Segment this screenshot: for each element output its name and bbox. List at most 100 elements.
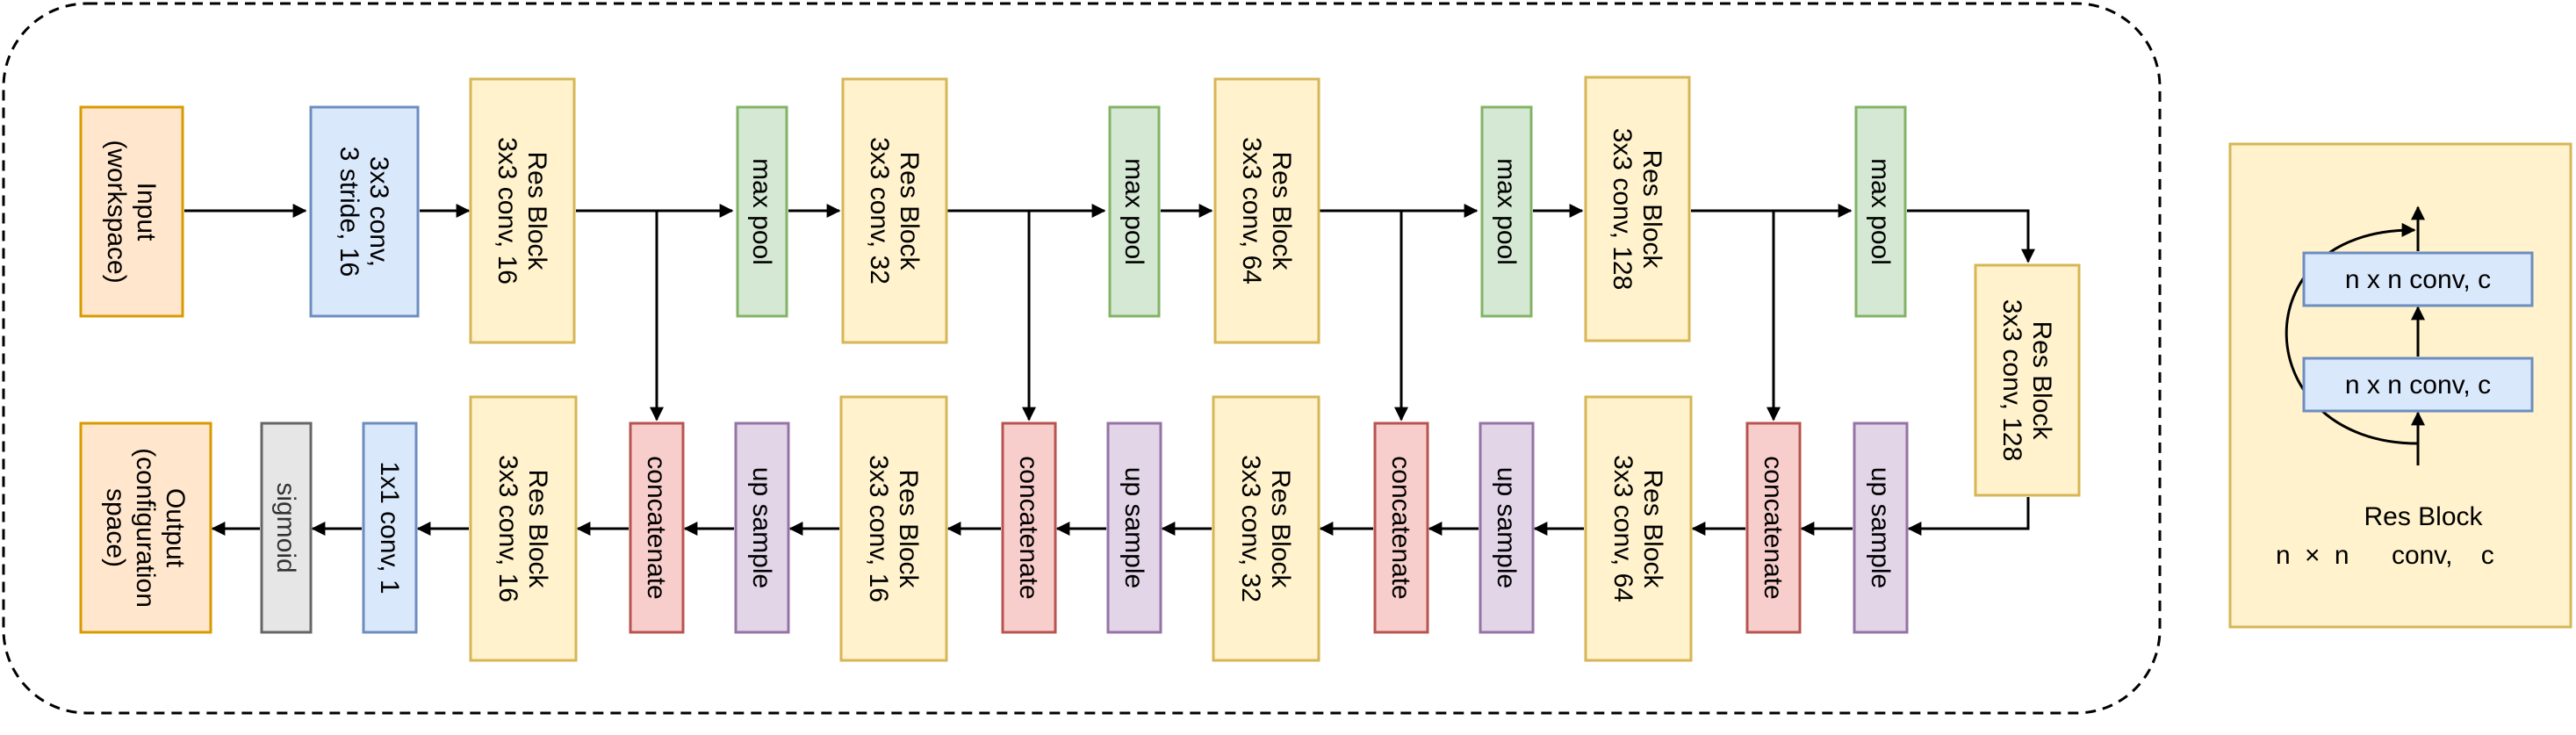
up-sample-1-box <box>734 422 790 634</box>
res-block-64-decoder-label-line-2: 3x3 conv, 64 <box>1608 455 1637 602</box>
res-block-128-encoder-label-line-2: 3x3 conv, 128 <box>1608 128 1637 291</box>
res-block-32-decoder-label-line-1: Res Block <box>1266 469 1295 588</box>
concatenate-2: concatenate <box>1001 422 1057 634</box>
res-block-64-encoder-label-line-1: Res Block <box>1267 151 1296 270</box>
input-block-label: Input(workspace) <box>102 140 161 283</box>
up-sample-3-label-line-1: up sample <box>1492 467 1521 588</box>
input-block-label-line-1: Input <box>132 183 161 241</box>
output-block-label-line-2: (configuration <box>131 448 160 608</box>
res-block-64-encoder-label-line-2: 3x3 conv, 64 <box>1237 137 1266 285</box>
res-block-64-decoder-box <box>1584 395 1693 662</box>
legend-formula-times: × <box>2305 541 2321 570</box>
res-block-16-encoder-label-line-1: Res Block <box>522 151 551 270</box>
legend-formula-n1: n <box>2276 541 2291 570</box>
res-block-128-bottleneck-label-line-2: 3x3 conv, 128 <box>1997 299 2026 462</box>
legend-conv-bottom-box <box>2302 357 2534 413</box>
res-block-128-encoder-box <box>1584 76 1691 342</box>
max-pool-2-label: max pool <box>1119 158 1148 265</box>
sigmoid-block-box <box>260 422 313 634</box>
max-pool-3: max pool <box>1480 105 1533 318</box>
concatenate-1-label-line-1: concatenate <box>642 456 671 599</box>
input-block-box <box>79 105 184 318</box>
stem-conv-block-label: 3x3 conv,3 stride, 16 <box>335 147 393 277</box>
res-block-16-decoder-b-label-line-2: 3x3 conv, 16 <box>864 455 893 602</box>
res-block-128-bottleneck-label-line-1: Res Block <box>2027 321 2056 440</box>
max-pool-4: max pool <box>1854 105 1907 318</box>
up-sample-3: up sample <box>1479 422 1535 634</box>
res-block-16-encoder-label: Res Block3x3 conv, 16 <box>493 137 551 285</box>
legend-conv-top-label: n x n conv, c <box>2345 265 2491 294</box>
max-pool-1-label-line-1: max pool <box>747 158 776 265</box>
up-sample-1-label-line-1: up sample <box>747 467 776 588</box>
concatenate-2-label-line-1: concatenate <box>1014 456 1043 599</box>
up-sample-2-label-line-1: up sample <box>1119 467 1148 588</box>
res-block-16-decoder-b-label: Res Block3x3 conv, 16 <box>864 455 923 602</box>
arrow-pool4-to-bottleneck <box>1907 209 2035 263</box>
res-block-16-encoder: Res Block3x3 conv, 16 <box>469 77 576 344</box>
res-block-32-encoder-label: Res Block3x3 conv, 32 <box>865 137 924 285</box>
res-block-16-decoder-b: Res Block3x3 conv, 16 <box>839 395 948 662</box>
max-pool-1-label: max pool <box>747 158 776 265</box>
max-pool-2: max pool <box>1108 105 1161 318</box>
res-block-64-encoder-label: Res Block3x3 conv, 64 <box>1237 137 1296 285</box>
connectors <box>184 204 2035 536</box>
sigmoid-block: sigmoid <box>260 422 313 634</box>
res-block-legend: n x n conv, c n x n conv, c Res Block n … <box>2228 142 2572 629</box>
concatenate-4-box <box>1745 422 1802 634</box>
legend-conv-bottom-label: n x n conv, c <box>2345 371 2491 400</box>
legend-formula-n2: n <box>2335 541 2349 570</box>
up-sample-2-box <box>1106 422 1162 634</box>
up-sample-4-label-line-1: up sample <box>1866 467 1895 588</box>
legend-conv-top-box <box>2302 251 2534 307</box>
res-block-32-decoder-label: Res Block3x3 conv, 32 <box>1236 455 1295 602</box>
encoder-row: Input(workspace) 3x3 conv,3 stride, 16 R… <box>79 76 1907 344</box>
res-block-32-encoder-label-line-1: Res Block <box>895 151 924 270</box>
max-pool-3-label: max pool <box>1492 158 1521 265</box>
legend-formula-c: c <box>2481 541 2494 570</box>
max-pool-4-box <box>1854 105 1907 318</box>
head-conv-1x1-label-line-1: 1x1 conv, 1 <box>375 461 404 594</box>
res-block-64-decoder-label-line-1: Res Block <box>1638 469 1667 588</box>
sigmoid-block-label: sigmoid <box>271 482 300 573</box>
res-block-64-encoder-box <box>1213 77 1320 344</box>
head-conv-1x1-box <box>362 422 418 634</box>
concatenate-3-box <box>1373 422 1429 634</box>
arrow-bottleneck-to-up4 <box>1907 497 2030 536</box>
res-block-16-encoder-box <box>469 77 576 344</box>
res-block-16-decoder-a-label-line-2: 3x3 conv, 16 <box>493 455 522 602</box>
res-block-16-decoder-b-box <box>839 395 948 662</box>
max-pool-2-label-line-1: max pool <box>1119 158 1148 265</box>
concatenate-1-label: concatenate <box>642 456 671 599</box>
up-sample-3-box <box>1479 422 1535 634</box>
stem-conv-block-label-line-1: 3x3 conv, <box>364 156 393 267</box>
legend-title: Res Block <box>2364 502 2483 531</box>
res-block-32-decoder-box <box>1212 395 1320 662</box>
stem-conv-block-box <box>309 105 420 318</box>
up-sample-4-box <box>1853 422 1909 634</box>
res-block-32-decoder: Res Block3x3 conv, 32 <box>1212 395 1320 662</box>
concatenate-3-label-line-1: concatenate <box>1386 456 1415 599</box>
concatenate-2-label: concatenate <box>1014 456 1043 599</box>
res-block-128-bottleneck-box <box>1974 263 2081 497</box>
res-block-32-encoder: Res Block3x3 conv, 32 <box>841 77 948 344</box>
res-block-64-decoder: Res Block3x3 conv, 64 <box>1584 395 1693 662</box>
up-sample-1: up sample <box>734 422 790 634</box>
up-sample-2: up sample <box>1106 422 1162 634</box>
head-conv-1x1: 1x1 conv, 1 <box>362 422 418 634</box>
res-block-16-decoder-a-label: Res Block3x3 conv, 16 <box>493 455 552 602</box>
output-block-label: Output(configurationspace) <box>101 448 190 608</box>
res-block-64-encoder: Res Block3x3 conv, 64 <box>1213 77 1320 344</box>
concatenate-4-label: concatenate <box>1759 456 1788 599</box>
max-pool-1: max pool <box>736 105 788 318</box>
concatenate-1-box <box>629 422 685 634</box>
legend-formula-conv: conv, <box>2392 541 2452 570</box>
up-sample-4: up sample <box>1853 422 1909 634</box>
res-block-16-decoder-a-label-line-1: Res Block <box>523 469 552 588</box>
concatenate-3-label: concatenate <box>1386 456 1415 599</box>
input-block-label-line-2: (workspace) <box>102 140 131 283</box>
sigmoid-block-label-line-1: sigmoid <box>271 482 300 573</box>
max-pool-2-box <box>1108 105 1161 318</box>
head-conv-1x1-label: 1x1 conv, 1 <box>375 461 404 594</box>
concatenate-2-box <box>1001 422 1057 634</box>
max-pool-1-box <box>736 105 788 318</box>
